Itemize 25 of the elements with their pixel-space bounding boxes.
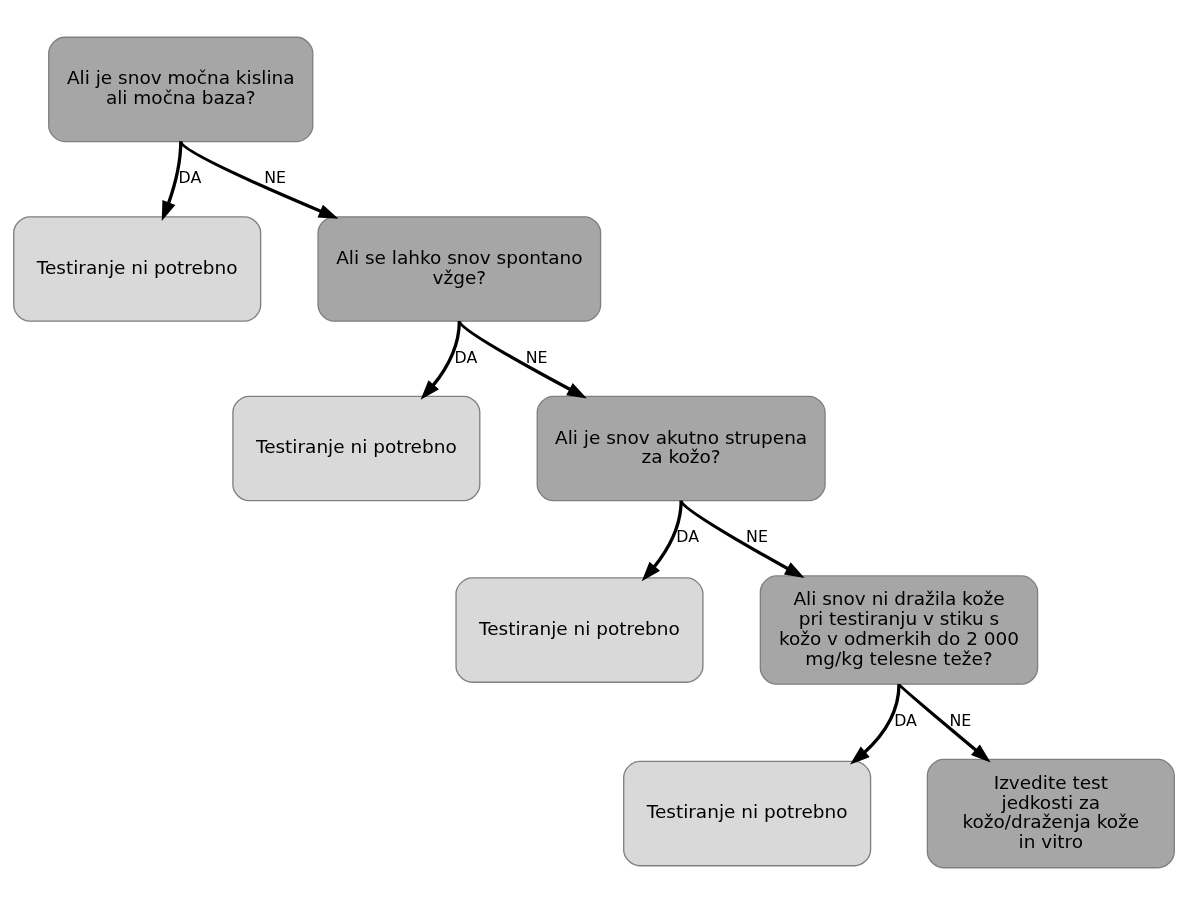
edge-label: NE [949, 710, 972, 730]
edge-label: NE [746, 526, 768, 546]
node-box: Testiranje ni potrebno [455, 576, 704, 683]
node-box: Testiranje ni potrebno [232, 395, 481, 501]
edge-label: NE [525, 347, 548, 367]
edge-label: NE [264, 167, 287, 187]
node-box: Ali je snov akutno strupena za kožo? [536, 395, 826, 501]
arrow [420, 320, 461, 400]
arrow [850, 683, 901, 765]
arrow [457, 319, 587, 398]
arrow [641, 500, 683, 581]
edge-label: DA [894, 710, 917, 730]
edge-label: DA [178, 167, 202, 187]
node-box: Ali se lahko snov spontano vžge? [317, 215, 602, 322]
arrow [679, 499, 805, 578]
node-box: Testiranje ni potrebno [13, 215, 262, 322]
arrow [161, 141, 183, 221]
edge-label: DA [454, 347, 478, 367]
node-box: Ali je snov močna kislina ali močna baza? [48, 36, 314, 142]
edge-label: DA [676, 526, 700, 546]
arrow [897, 682, 991, 762]
node-box: Ali snov ni dražila kože pri testiranju v stiku s kožo v odmerkih do 2 000 mg/kg telesne teže? [759, 574, 1039, 685]
node-box: Izvedite test jedkosti za kožo/draženja kože in vitro [926, 758, 1175, 868]
arrow [179, 140, 339, 219]
node-box: Testiranje ni potrebno [623, 760, 872, 866]
